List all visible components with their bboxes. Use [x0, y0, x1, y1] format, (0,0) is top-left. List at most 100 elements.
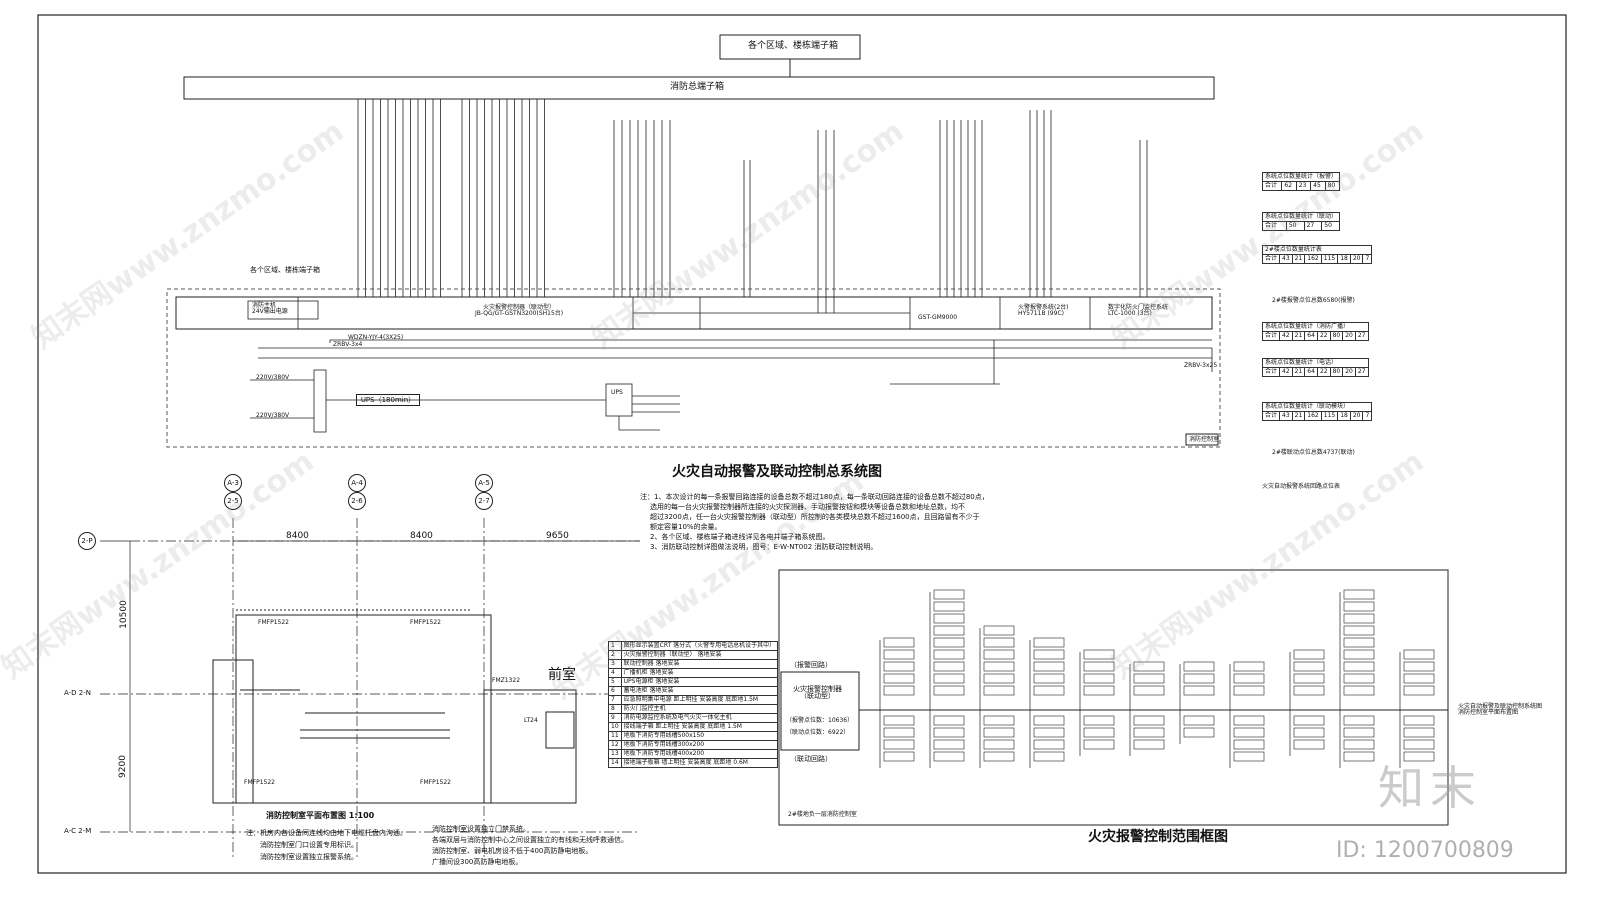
range-branches [879, 592, 1401, 768]
t5-v6: 20 [1342, 367, 1356, 377]
legend-number: 12 [608, 740, 622, 750]
legend-number: 8 [608, 704, 622, 714]
t1-v3: 45 [1310, 181, 1326, 191]
ups-box-label: UPS [611, 389, 623, 396]
range-node [1183, 661, 1215, 672]
tables-caption: 火灾自动报警系统回路点位表 [1262, 483, 1341, 490]
right-tag: ZRBV-3x25 [1184, 362, 1218, 369]
t3-v5: 18 [1337, 254, 1351, 264]
plan-label-1: FMFP1522 [258, 619, 289, 626]
range-node [1293, 649, 1325, 660]
main-terminal-label: 消防总端子箱 [670, 82, 725, 92]
panel-area [166, 288, 1221, 448]
range-node [1033, 673, 1065, 684]
bus-top-label: （报警回路） [790, 661, 832, 669]
panel-section-4: 火警报警系统(2台) HY5711B (99C) [1018, 304, 1069, 317]
cable-2: ZRBV-3x4 [333, 341, 363, 348]
bus-bottom-label: （联动回路） [790, 755, 832, 763]
range-node [1343, 715, 1375, 726]
range-node [1343, 625, 1375, 636]
range-node [1293, 727, 1325, 738]
range-node [1183, 673, 1215, 684]
range-node [933, 613, 965, 624]
notes-top-3: 超过3200点，任一台火灾报警控制器（联动型）所控制的各类模块总数不超过1600… [650, 513, 980, 521]
plan-note-left-2: 消防控制室门口设置专用标识。 [260, 841, 358, 849]
range-node [1293, 661, 1325, 672]
t1-v2: 23 [1295, 181, 1312, 191]
range-node [883, 661, 915, 672]
range-nodes [883, 589, 1435, 762]
t1-head: 系统点位数量统计（报警） [1261, 172, 1341, 182]
legend-text: 地板下消防专用线槽400x200 [620, 749, 779, 759]
legend-number: 4 [608, 668, 622, 678]
t4-v3: 64 [1304, 331, 1318, 341]
t6-head: 系统点位数量统计（联动模块） [1261, 402, 1373, 412]
axis-26: 2-6 [348, 492, 366, 510]
t6-v2: 21 [1291, 411, 1306, 421]
range-node [933, 715, 965, 726]
plan-label-4: FMFP1522 [420, 779, 451, 786]
t6-v3: 162 [1304, 411, 1322, 421]
side-caption: 火灾自动报警及联动控制系统图 消防控制室平面布置图 [1458, 703, 1543, 716]
t3-v7: 7 [1362, 254, 1373, 264]
axis-2m: A-C 2-M [64, 827, 92, 835]
axis-27: 2-7 [475, 492, 493, 510]
main-terminal-box [183, 76, 1215, 100]
dim-h1: 8400 [286, 531, 309, 541]
range-node [1293, 673, 1325, 684]
plan-note-right-2: 各端双层与消防控制中心之间设置独立的有线和无线呼救通信。 [432, 836, 628, 844]
floor-terminal-label: 各个区域、楼栋端子箱 [748, 41, 839, 51]
range-node [1033, 751, 1065, 762]
t5-v2: 21 [1291, 367, 1306, 377]
t6-v7: 7 [1362, 411, 1373, 421]
range-node [1343, 727, 1375, 738]
panel-section-2: 火灾报警控制器（联动型） JB-QG/GT-GSTN3200(SH15台) [475, 304, 564, 317]
range-node [883, 715, 915, 726]
range-node [983, 715, 1015, 726]
legend-text: 防火门监控主机 [620, 704, 779, 714]
plan-walls [212, 609, 577, 804]
range-node [883, 727, 915, 738]
range-node [1233, 661, 1265, 672]
range-node [1293, 739, 1325, 750]
t4-v1: 42 [1279, 331, 1293, 341]
room-tag-box [1185, 433, 1219, 446]
range-node [933, 685, 965, 696]
range-node [1083, 649, 1115, 660]
range-node [1403, 715, 1435, 726]
range-node [1033, 685, 1065, 696]
t4-v2: 21 [1291, 331, 1306, 341]
t3-row: 合计 [1261, 254, 1281, 264]
range-node [1233, 739, 1265, 750]
t6-v1: 43 [1279, 411, 1293, 421]
range-node [1133, 715, 1165, 726]
alarm-points: （报警点位数：10636） [786, 717, 854, 724]
axis-a3: A-3 [224, 474, 242, 492]
range-node [1133, 673, 1165, 684]
t4-v6: 20 [1342, 331, 1356, 341]
range-node [1343, 685, 1375, 696]
plan-note-left-1: 注：机房内各设备间连线均由地下电缆托盘内沟通。 [246, 829, 407, 837]
range-node [1133, 661, 1165, 672]
range-node [1343, 649, 1375, 660]
range-node [983, 739, 1015, 750]
t4-v4: 22 [1316, 331, 1331, 341]
range-node [1083, 727, 1115, 738]
range-node [883, 685, 915, 696]
range-node [883, 673, 915, 684]
range-node [983, 685, 1015, 696]
range-node [983, 661, 1015, 672]
t1-v1: 62 [1281, 181, 1297, 191]
legend-text: 火灾报警控制器（联动型） 落地安装 [620, 650, 779, 660]
